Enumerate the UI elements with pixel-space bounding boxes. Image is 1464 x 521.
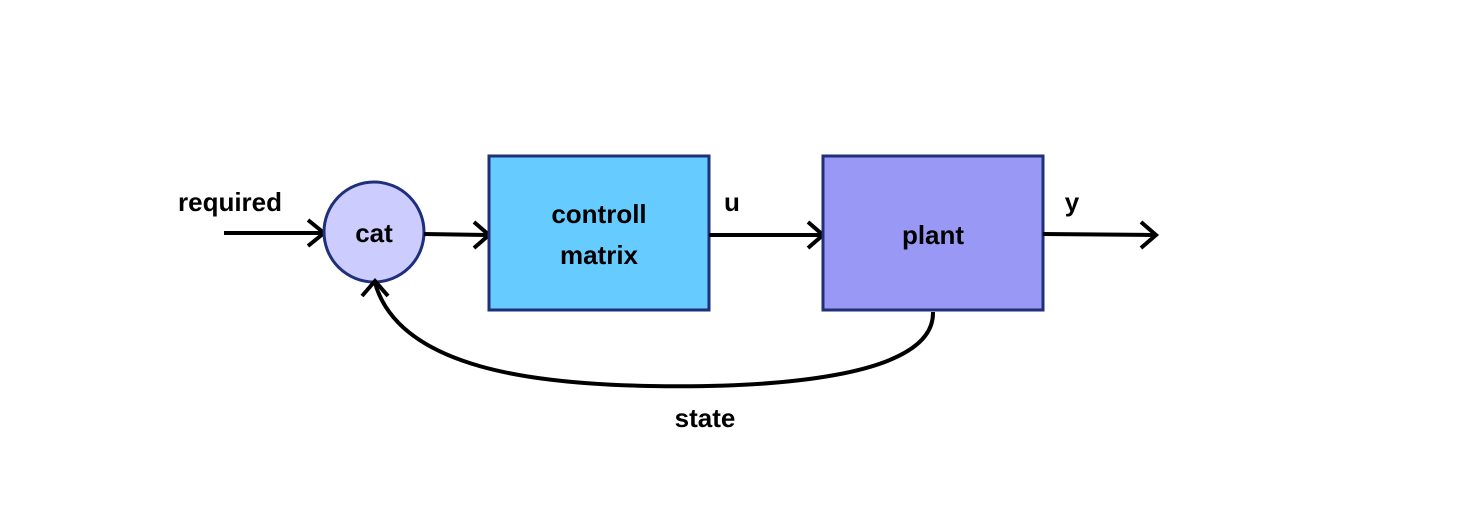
junction-to-controller-arrow: [423, 220, 493, 250]
control-signal-label: u: [724, 187, 740, 217]
plant-block: [821, 154, 1045, 312]
controller-label-line2: matrix: [560, 240, 639, 270]
controller-label-line1: controll: [551, 199, 646, 229]
junction-label: cat: [355, 218, 393, 248]
feedback-label: state: [675, 403, 736, 433]
controller-block: [487, 154, 711, 312]
input-arrow: [224, 218, 328, 248]
plant-label: plant: [902, 220, 964, 250]
input-label: required: [178, 187, 282, 217]
control-signal-arrow: [709, 220, 827, 250]
feedback-arrow: [360, 277, 936, 389]
output-arrow: [1042, 220, 1160, 250]
output-label: y: [1065, 187, 1080, 217]
